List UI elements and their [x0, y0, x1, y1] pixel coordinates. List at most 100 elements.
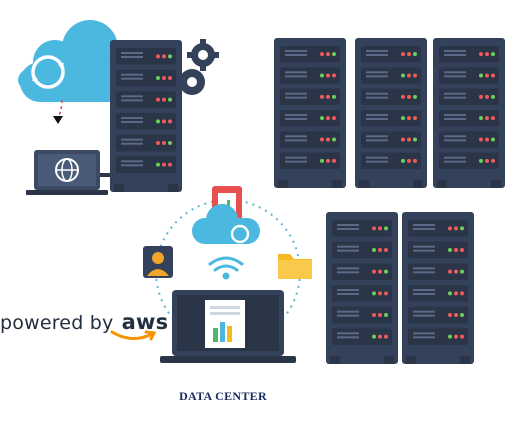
- status-led: [407, 94, 411, 99]
- status-led: [332, 73, 336, 78]
- status-led: [384, 248, 388, 252]
- status-led: [372, 334, 376, 339]
- status-led: [413, 116, 417, 121]
- status-led: [332, 94, 336, 99]
- status-led: [326, 116, 330, 121]
- brand-prefix: powered by: [0, 312, 114, 334]
- status-led: [448, 226, 452, 231]
- status-led: [332, 116, 336, 121]
- server-rack-icon: [433, 38, 505, 188]
- status-led: [384, 291, 388, 296]
- status-led: [326, 158, 330, 163]
- server-rack-icon: [402, 212, 474, 364]
- status-led: [372, 313, 376, 317]
- status-led: [413, 137, 417, 142]
- server-racks: [110, 38, 505, 364]
- status-led: [378, 313, 382, 317]
- status-led: [401, 137, 405, 142]
- status-led: [460, 226, 464, 231]
- status-led: [168, 119, 172, 124]
- status-led: [384, 269, 388, 274]
- status-led: [384, 334, 388, 339]
- status-led: [168, 162, 172, 167]
- status-led: [384, 226, 388, 231]
- status-led: [320, 116, 324, 121]
- status-led: [326, 94, 330, 99]
- status-led: [401, 52, 405, 57]
- server-rack-icon: [326, 212, 398, 364]
- status-led: [448, 269, 452, 274]
- wifi-icon: [208, 256, 244, 280]
- status-led: [479, 158, 483, 163]
- status-led: [168, 76, 172, 80]
- status-led: [162, 162, 166, 167]
- status-led: [479, 73, 483, 78]
- status-led: [326, 137, 330, 142]
- status-led: [372, 269, 376, 274]
- status-led: [491, 73, 495, 78]
- status-led: [378, 226, 382, 231]
- status-led: [407, 52, 411, 57]
- gear-icon: [179, 39, 219, 95]
- status-led: [485, 94, 489, 99]
- status-led: [460, 334, 464, 339]
- status-led: [162, 97, 166, 102]
- status-led: [448, 291, 452, 296]
- status-led: [332, 158, 336, 163]
- status-led: [156, 97, 160, 102]
- status-led: [485, 73, 489, 78]
- status-led: [448, 313, 452, 317]
- status-led: [485, 137, 489, 142]
- status-led: [384, 313, 388, 317]
- status-led: [454, 248, 458, 252]
- status-led: [326, 73, 330, 78]
- status-led: [454, 269, 458, 274]
- status-led: [378, 248, 382, 252]
- status-led: [407, 73, 411, 78]
- server-rack-icon: [110, 40, 182, 192]
- status-led: [156, 141, 160, 145]
- status-led: [454, 226, 458, 231]
- status-led: [332, 137, 336, 142]
- status-led: [479, 116, 483, 121]
- user-icon: [143, 246, 173, 278]
- status-led: [156, 54, 160, 59]
- status-led: [372, 248, 376, 252]
- status-led: [413, 52, 417, 57]
- status-led: [491, 52, 495, 57]
- status-led: [156, 119, 160, 124]
- status-led: [320, 94, 324, 99]
- status-led: [378, 291, 382, 296]
- document-chart-icon: [205, 300, 245, 348]
- laptop-globe-icon: [26, 150, 112, 195]
- status-led: [454, 291, 458, 296]
- status-led: [156, 162, 160, 167]
- status-led: [485, 158, 489, 163]
- aws-smile-icon: [110, 330, 157, 341]
- status-led: [448, 334, 452, 339]
- status-led: [491, 158, 495, 163]
- status-led: [407, 116, 411, 121]
- status-led: [168, 54, 172, 59]
- status-led: [162, 54, 166, 59]
- status-led: [479, 52, 483, 57]
- status-led: [401, 73, 405, 78]
- status-led: [162, 119, 166, 124]
- cloud-icon-small: [192, 204, 260, 244]
- laptop-document-icon: [160, 290, 296, 363]
- status-led: [326, 52, 330, 57]
- status-led: [454, 334, 458, 339]
- status-led: [413, 73, 417, 78]
- status-led: [460, 269, 464, 274]
- status-led: [401, 116, 405, 121]
- status-led: [320, 137, 324, 142]
- sync-arrow: [57, 99, 63, 119]
- status-led: [448, 248, 452, 252]
- powered-by-aws-logo: powered by aws: [0, 310, 168, 334]
- status-led: [491, 94, 495, 99]
- status-led: [460, 313, 464, 317]
- status-led: [332, 52, 336, 57]
- status-led: [407, 137, 411, 142]
- status-led: [168, 97, 172, 102]
- status-led: [162, 76, 166, 80]
